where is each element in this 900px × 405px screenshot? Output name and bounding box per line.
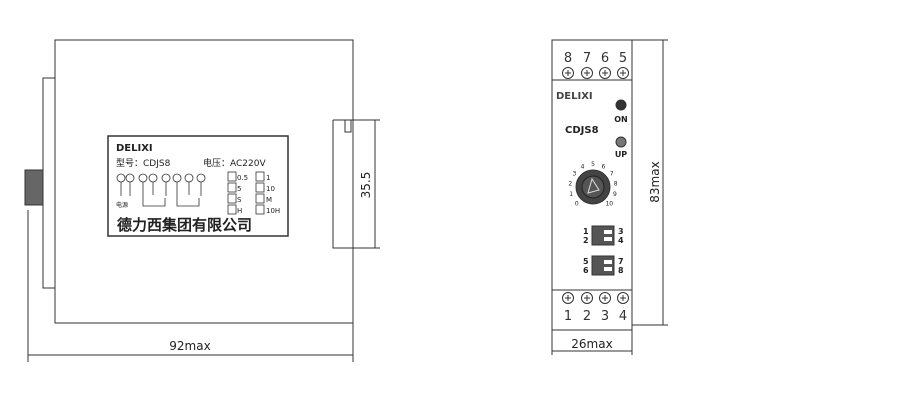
led-up-indicator xyxy=(615,136,627,148)
led-up-label: UP xyxy=(615,150,627,159)
front-text: 8 7 6 5 1 2 3 4 DELIXI CDJS8 ON UP 01234… xyxy=(556,51,662,351)
range-label: S xyxy=(237,196,242,204)
dial-mark: 9 xyxy=(613,191,617,198)
terminal-number: 6 xyxy=(601,51,609,66)
terminal-number: 4 xyxy=(619,309,627,324)
rail-latch xyxy=(24,169,44,206)
nameplate xyxy=(107,135,289,237)
dial-mark: 10 xyxy=(605,200,613,207)
switch-label: 4 xyxy=(618,236,624,245)
dim-front-width-label: 26max xyxy=(571,337,612,351)
range-label: H xyxy=(237,207,242,215)
nameplate-company: 德力西集团有限公司 xyxy=(117,216,252,234)
rail-strip xyxy=(42,77,56,289)
terminal-number: 7 xyxy=(583,51,591,66)
front-model: CDJS8 xyxy=(565,125,599,136)
dial-mark: 0 xyxy=(575,200,579,207)
switch-label: 7 xyxy=(618,257,624,266)
dial-mark: 8 xyxy=(614,180,618,187)
range-label: 10 xyxy=(266,185,275,193)
dial-mark: 6 xyxy=(602,164,606,171)
range-label: 5 xyxy=(237,185,241,193)
dial-mark: 2 xyxy=(568,180,572,187)
terminal-number: 1 xyxy=(564,309,572,324)
dip-switch-2[interactable] xyxy=(591,255,615,276)
nameplate-text: DELIXI 型号：CDJS8 电压：AC220V 电源 0.5 5 S H 1… xyxy=(116,143,373,353)
switch-label: 8 xyxy=(618,266,624,275)
switch-label: 2 xyxy=(583,236,589,245)
side-body-outline xyxy=(54,39,354,324)
dial-mark: 5 xyxy=(591,161,595,168)
side-view xyxy=(24,39,380,362)
dial-mark: 1 xyxy=(569,191,573,198)
led-on-label: ON xyxy=(614,115,628,124)
dial-mark: 3 xyxy=(572,170,576,177)
nameplate-brand: DELIXI xyxy=(116,143,153,154)
nameplate-voltage: 电压：AC220V xyxy=(203,157,266,169)
switch-label: 5 xyxy=(583,257,589,266)
front-outline xyxy=(551,39,633,331)
front-brand: DELIXI xyxy=(556,91,593,102)
terminal-number: 5 xyxy=(619,51,627,66)
led-on-indicator xyxy=(615,99,627,111)
terminal-number: 3 xyxy=(601,309,609,324)
dip-switch-1[interactable] xyxy=(591,225,615,246)
din-clip xyxy=(332,119,353,249)
dim-height-label: 83max xyxy=(648,161,662,202)
switch-label: 3 xyxy=(618,227,624,236)
terminal-number: 8 xyxy=(564,51,572,66)
dim-clip-label: 35.5 xyxy=(359,172,373,199)
range-label: 10H xyxy=(266,207,280,215)
nameplate-model: 型号：CDJS8 xyxy=(116,158,171,169)
switch-label: 1 xyxy=(583,227,589,236)
dial-mark: 4 xyxy=(581,164,585,171)
switch-label: 6 xyxy=(583,266,589,275)
dial-mark: 7 xyxy=(610,170,614,177)
range-label: 1 xyxy=(266,174,270,182)
nameplate-power-label: 电源 xyxy=(116,201,128,209)
dim-width-label: 92max xyxy=(169,339,210,353)
front-view xyxy=(551,39,668,355)
terminal-number: 2 xyxy=(583,309,591,324)
range-label: M xyxy=(266,196,272,204)
range-label: 0.5 xyxy=(237,174,248,182)
